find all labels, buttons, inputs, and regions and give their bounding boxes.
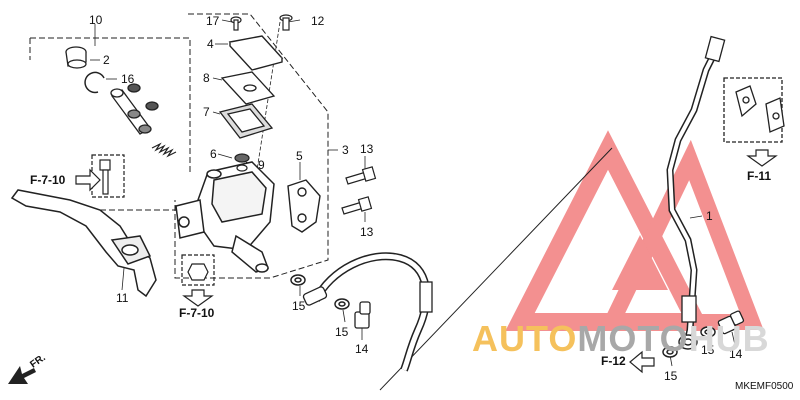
ref-f-11[interactable]: F-11	[747, 169, 772, 183]
part-9-oring	[236, 164, 248, 172]
holder-5	[287, 179, 321, 233]
ref-f-7-10-bottom[interactable]: F-7-10	[179, 306, 215, 320]
callout-15-b: 15	[335, 325, 349, 339]
master-cylinder-body	[175, 161, 275, 273]
brake-hose-short	[302, 252, 433, 372]
callout-14-b: 14	[729, 347, 743, 361]
watermark-part-3: HUB	[688, 318, 770, 359]
callout-16: 16	[121, 72, 135, 86]
callout-12: 12	[311, 14, 325, 28]
washer-15-a	[290, 274, 306, 286]
watermark-part-2: MOTO	[577, 318, 689, 359]
spring	[151, 142, 177, 158]
callout-17: 17	[206, 14, 220, 28]
part-6-seal	[234, 153, 250, 163]
hose-clamp-f11	[723, 77, 785, 143]
callout-1: 1	[706, 209, 713, 223]
pivot-nut	[181, 254, 215, 286]
callout-15-c: 15	[664, 369, 678, 383]
callout-7: 7	[203, 105, 210, 119]
diaphragm-plate	[220, 71, 276, 105]
callout-11: 11	[116, 291, 129, 305]
banjo-fitting	[678, 334, 698, 350]
washer-15-c	[662, 346, 678, 358]
washer-15-b	[334, 298, 350, 310]
boot-2	[65, 46, 87, 69]
callout-8: 8	[203, 71, 210, 85]
callout-10: 10	[89, 13, 103, 27]
cups	[127, 83, 159, 111]
assembly-outline	[29, 13, 329, 279]
callout-15-d: 15	[701, 343, 715, 357]
bolt-13-upper	[345, 166, 377, 185]
circlip-16	[84, 71, 105, 94]
ref-f-7-10-left[interactable]: F-7-10	[30, 173, 66, 187]
callout-4: 4	[207, 37, 214, 51]
callout-3: 3	[342, 143, 349, 157]
callout-2: 2	[103, 53, 110, 67]
brake-hose-long	[666, 35, 726, 349]
callout-14-a: 14	[355, 342, 369, 356]
reservoir-cap	[228, 35, 284, 71]
diaphragm	[218, 103, 274, 139]
oil-bolt-14-b	[717, 310, 745, 335]
washer-15-d	[700, 326, 716, 338]
callout-5: 5	[296, 149, 303, 163]
screw-12	[279, 14, 293, 31]
callout-15-a: 15	[292, 299, 306, 313]
callout-9: 9	[258, 158, 265, 172]
callout-13-upper: 13	[360, 142, 374, 156]
watermark-text: AUTOMOTOHUB	[472, 318, 770, 360]
watermark-logo	[505, 130, 764, 331]
screw-17	[230, 16, 242, 31]
direction-arrow-icon	[8, 366, 36, 384]
brake-lever	[10, 189, 157, 298]
callout-6: 6	[210, 147, 217, 161]
callout-13-lower: 13	[360, 225, 374, 239]
ref-arrows	[75, 149, 778, 374]
ref-f-12[interactable]: F-12	[601, 354, 626, 368]
section-divider-line	[379, 147, 613, 391]
watermark-part-1: AUTO	[472, 318, 578, 359]
bolt-13-lower	[341, 196, 373, 215]
piston	[110, 88, 152, 135]
diagram-code: MKEMF0500	[735, 381, 794, 392]
oil-bolt-14-a	[354, 301, 371, 329]
